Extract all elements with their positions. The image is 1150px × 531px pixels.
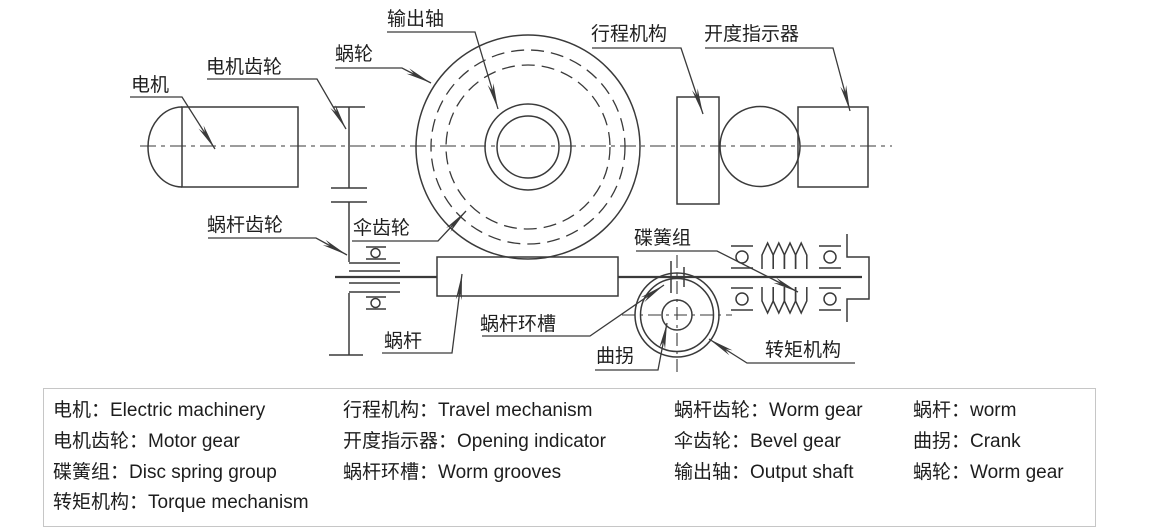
legend-item: 蜗杆齿轮：Worm gear — [674, 400, 863, 421]
legend-item: 蜗杆：worm — [913, 400, 1017, 421]
motor-gear-shaft — [331, 106, 367, 203]
leader-travel-mechanism — [592, 47, 704, 115]
legend-item: 曲拐：Crank — [913, 430, 1021, 452]
leader-bevel-gear — [352, 210, 467, 242]
legend-item: 电机齿轮：Motor gear — [53, 430, 240, 452]
indicator-ball — [719, 105, 801, 188]
leader-worm-gear — [208, 237, 348, 256]
leader-worm-grooves — [482, 284, 665, 337]
legend-item: 转矩机构：Torque mechanism — [53, 492, 309, 514]
legend-item: 伞齿轮：Bevel gear — [674, 430, 841, 452]
leader-torque-mechanism — [708, 338, 855, 364]
label-opening-indicator: 开度指示器 — [704, 23, 799, 45]
legend-item: 行程机构：Travel mechanism — [343, 400, 593, 421]
label-travel-mechanism: 行程机构 — [591, 23, 667, 45]
label-worm: 蜗杆 — [384, 330, 422, 352]
label-motor-gear: 电机齿轮 — [206, 56, 282, 78]
leader-worm-wheel — [335, 67, 432, 84]
torque-wheel — [634, 272, 720, 358]
legend-item: 输出轴：Output shaft — [674, 461, 854, 483]
worm-wheel — [415, 34, 641, 260]
leader-motor-gear — [207, 78, 347, 130]
label-crank: 曲拐 — [596, 345, 634, 367]
motor-body — [147, 106, 299, 188]
bearing — [819, 245, 841, 311]
bevel-gear — [349, 262, 400, 293]
legend-item: 碟簧组：Disc spring group — [53, 461, 277, 483]
legend-item: 蜗轮：Worm gear — [913, 461, 1064, 483]
worm-groove-marks — [670, 261, 685, 293]
label-worm-grooves: 蜗杆环槽 — [480, 313, 556, 335]
legend-column: 蜗杆：worm 曲拐：Crank 蜗轮：Worm gear — [913, 396, 1064, 488]
label-motor: 电机 — [131, 74, 169, 96]
legend-item: 开度指示器：Opening indicator — [343, 430, 606, 452]
disc-springs — [761, 241, 808, 315]
bearing — [366, 246, 386, 310]
leader-motor — [130, 96, 216, 150]
leader-output-shaft — [387, 31, 499, 110]
label-disc-spring: 碟簧组 — [634, 227, 691, 249]
travel-mechanism-box — [676, 96, 720, 205]
leader-opening-indicator — [705, 47, 851, 112]
diagram-canvas: 电机 电机齿轮 蜗轮 输出轴 行程机构 开度指示器 蜗杆齿轮 伞齿轮 蜗杆 蜗杆… — [130, 8, 892, 374]
indicator-box — [797, 106, 869, 188]
leader-worm — [382, 273, 463, 354]
label-output-shaft: 输出轴 — [387, 8, 444, 30]
label-worm-wheel: 蜗轮 — [335, 43, 373, 65]
leader-disc-spring — [636, 250, 799, 293]
diagram-labels: 电机 电机齿轮 蜗轮 输出轴 行程机构 开度指示器 蜗杆齿轮 伞齿轮 蜗杆 蜗杆… — [131, 8, 841, 367]
label-worm-gear: 蜗杆齿轮 — [207, 214, 283, 236]
end-bracket — [846, 234, 870, 322]
legend-box: 电机：Electric machinery 电机齿轮：Motor gear 碟簧… — [43, 388, 1096, 527]
leader-crank — [595, 322, 668, 371]
worm-box — [436, 256, 619, 297]
worm-gear-shaft — [329, 202, 363, 356]
leader-lines — [130, 31, 855, 371]
legend-item: 电机：Electric machinery — [53, 400, 266, 421]
label-bevel-gear: 伞齿轮 — [353, 217, 410, 239]
legend-column: 电机：Electric machinery 电机齿轮：Motor gear 碟簧… — [53, 396, 309, 519]
label-torque-mechanism: 转矩机构 — [765, 339, 841, 361]
legend-item: 蜗杆环槽：Worm grooves — [343, 461, 562, 483]
legend-column: 行程机构：Travel mechanism 开度指示器：Opening indi… — [343, 396, 606, 488]
legend-column: 蜗杆齿轮：Worm gear 伞齿轮：Bevel gear 输出轴：Output… — [674, 396, 863, 488]
